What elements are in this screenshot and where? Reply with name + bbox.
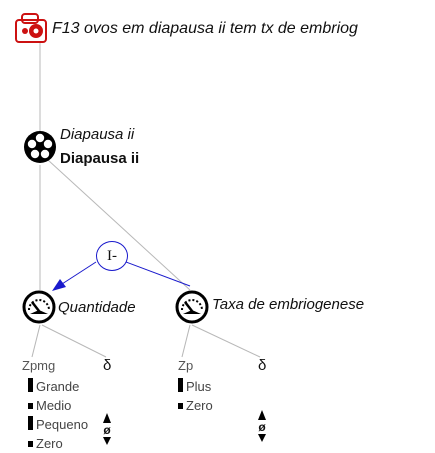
quantity-value-item[interactable]: Grande — [28, 377, 88, 396]
model-fragment-icon[interactable] — [14, 12, 50, 49]
derivative-down-arrow-icon[interactable] — [258, 434, 266, 442]
influence-relation — [52, 261, 191, 291]
influence-label: I- — [107, 248, 117, 264]
quantity-gauge-icon[interactable] — [175, 290, 209, 329]
derivative-stepper[interactable]: ø — [257, 410, 267, 442]
model-fragment-title[interactable]: F13 ovos em diapausa ii tem tx de embrio… — [52, 20, 358, 37]
quantity-space-values: Plus Zero — [178, 377, 213, 415]
quantity-value-item[interactable]: Medio — [28, 396, 88, 415]
quantity-space-values: Grande Medio Pequeno Zero — [28, 377, 88, 453]
quantity-name[interactable]: Taxa de embriogenese — [212, 296, 365, 313]
quantity-value-item[interactable]: Zero — [178, 396, 213, 415]
quantity-space-label: Zp — [178, 358, 194, 373]
entity-name[interactable]: Diapausa ii — [60, 150, 140, 167]
quantity-space-label: Zpmg — [22, 358, 56, 373]
derivative-down-arrow-icon[interactable] — [103, 437, 111, 445]
derivative-symbol: δ — [103, 357, 112, 374]
entity-name-italic: Diapausa ii — [60, 126, 135, 143]
quantity-gauge-icon[interactable] — [22, 290, 56, 329]
quantity-value-item[interactable]: Zero — [28, 434, 88, 453]
quantity-value-item[interactable]: Pequeno — [28, 415, 88, 434]
influence-node[interactable]: I- — [96, 241, 128, 271]
entity-reel-icon[interactable] — [22, 129, 58, 170]
derivative-stepper[interactable]: ø — [102, 413, 112, 445]
derivative-value: ø — [258, 420, 266, 434]
derivative-symbol: δ — [258, 357, 267, 374]
derivative-up-arrow-icon[interactable] — [103, 413, 111, 423]
derivative-up-arrow-icon[interactable] — [258, 410, 266, 420]
quantity-name[interactable]: Quantidade — [58, 299, 136, 316]
derivative-value: ø — [103, 423, 111, 437]
quantity-value-item[interactable]: Plus — [178, 377, 213, 396]
